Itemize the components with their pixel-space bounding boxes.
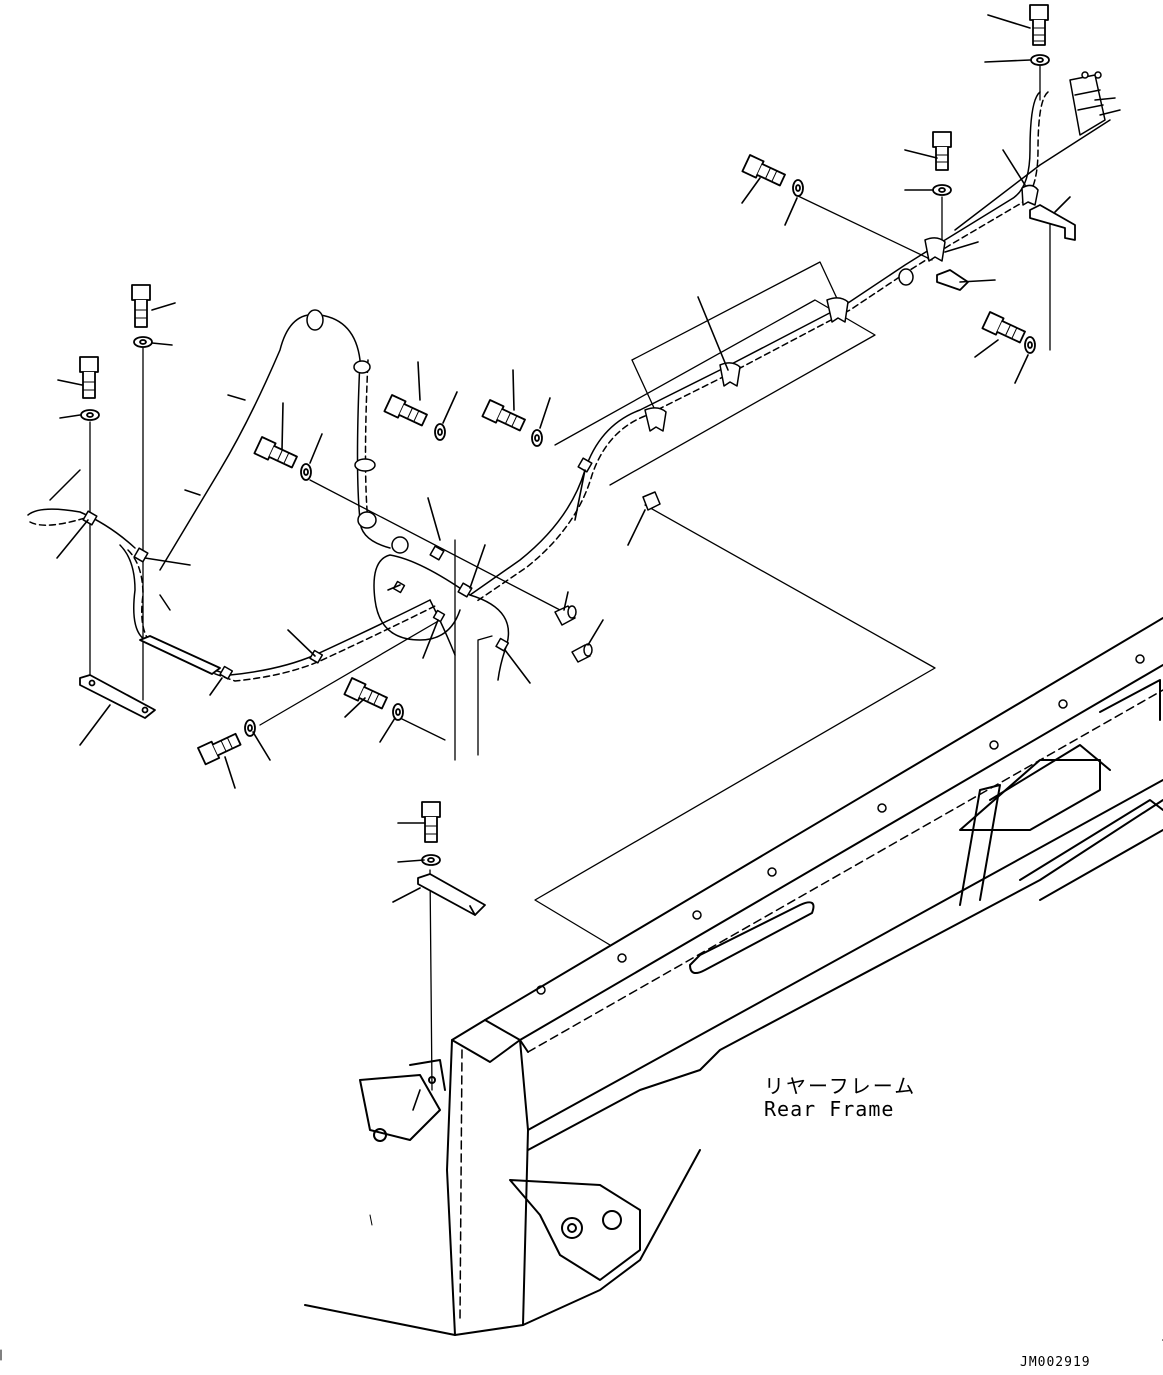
rear-frame xyxy=(304,617,1163,1336)
spacers xyxy=(554,491,661,663)
callout-lines xyxy=(89,62,1051,1091)
vertical-bolts xyxy=(79,4,1049,843)
frame-label-japanese: リヤーフレーム xyxy=(764,1074,917,1098)
frame-label-english: Rear Frame xyxy=(764,1097,895,1121)
grease-block xyxy=(1069,71,1121,136)
drawing-code: JM002919 xyxy=(1020,1355,1091,1370)
margin-marks xyxy=(0,1214,373,1361)
brackets xyxy=(79,204,1076,916)
horizontal-bolts xyxy=(197,154,1026,766)
grease-hoses xyxy=(27,91,1111,682)
leader-lines xyxy=(56,14,1163,1341)
clamps xyxy=(82,184,1039,680)
frame-bolt-holes xyxy=(536,654,1145,995)
